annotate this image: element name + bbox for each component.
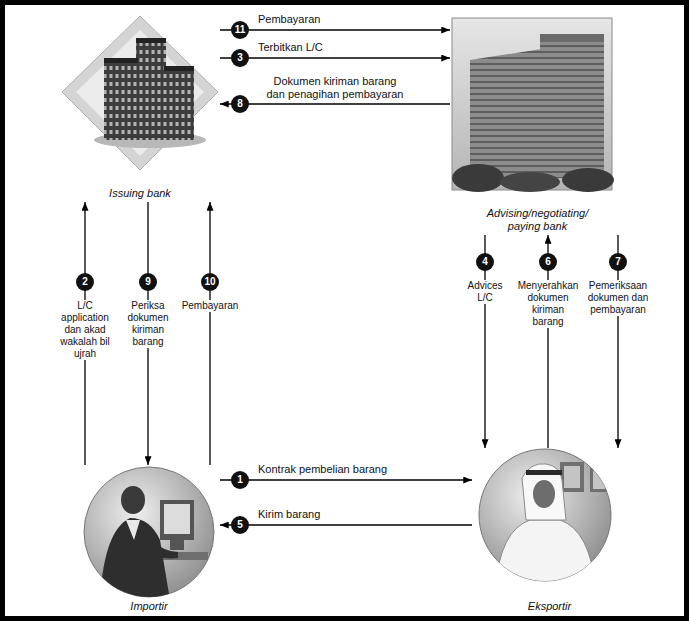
edge-label: Terbitkan L/C — [258, 41, 323, 54]
bank-photo-illustration — [452, 18, 614, 192]
actor-node: Eksportir — [472, 448, 627, 615]
actor-node: Issuing bank — [60, 12, 220, 202]
building-top — [540, 34, 604, 42]
edge-label: Menyerahkan dokumen kiriman barang — [516, 280, 580, 328]
edge-label: Pembayaran — [258, 13, 320, 26]
person-suit — [100, 518, 170, 600]
person-shirt — [126, 520, 140, 540]
head-cord — [526, 470, 562, 475]
building-block — [104, 62, 138, 140]
office-building — [540, 34, 604, 178]
node-label: Importir — [99, 600, 199, 613]
wall-picture-inner — [593, 471, 605, 489]
callout-number: 1 — [231, 471, 249, 489]
page-frame — [3, 3, 687, 619]
edge-label: Kirim barang — [258, 508, 320, 521]
computer-monitor — [160, 500, 194, 540]
building-block — [164, 70, 194, 140]
wall-picture — [590, 468, 608, 492]
person-head — [121, 486, 145, 514]
person-arm — [146, 540, 178, 558]
callout-number: 3 — [231, 49, 249, 67]
building-roof — [136, 38, 166, 43]
building-roof — [164, 66, 194, 71]
edge-label: L/C application dan akad wakalah bil ujr… — [56, 300, 114, 360]
node-label: Advising/negotiating/ paying bank — [478, 207, 598, 233]
building-tower — [136, 42, 166, 140]
importer-illustration — [84, 467, 214, 600]
flow-arrow — [220, 57, 450, 58]
edge-label: Kontrak pembelian barang — [258, 463, 387, 476]
tree — [562, 168, 614, 192]
bank-building-illustration — [62, 16, 218, 170]
callout-number: 5 — [231, 516, 249, 534]
diamond-backdrop — [62, 16, 218, 170]
callout-number: 2 — [76, 273, 94, 291]
edge-label: Periksa dokumen kiriman barang — [123, 300, 173, 348]
diamond-highlight — [76, 30, 204, 156]
actor-node: Importir — [78, 465, 220, 615]
callout-number: 8 — [231, 95, 249, 113]
node-label: Eksportir — [500, 600, 600, 613]
flow-arrow — [220, 103, 450, 104]
headscarf — [522, 464, 566, 520]
wall-picture-inner — [564, 466, 580, 488]
monitor-stand — [170, 540, 184, 550]
edge-label: Advices L/C — [463, 280, 507, 304]
flow-arrow — [220, 479, 472, 480]
callout-number: 6 — [539, 253, 557, 271]
building-roof — [104, 58, 138, 63]
flow-arrow — [220, 29, 450, 30]
exporter-illustration — [479, 449, 611, 590]
edge-label: Pembayaran — [180, 300, 240, 312]
callout-number: 11 — [231, 21, 249, 39]
monitor-screen — [164, 504, 190, 534]
node-label: Issuing bank — [90, 187, 190, 200]
flow-arrow — [209, 202, 210, 465]
office-building — [470, 48, 548, 178]
tree — [452, 164, 504, 192]
callout-number: 10 — [201, 273, 219, 291]
callout-number: 9 — [139, 273, 157, 291]
wall-picture — [560, 462, 584, 492]
robe — [495, 520, 596, 590]
actor-node: Advising/negotiating/ paying bank — [450, 15, 625, 235]
edge-label: Dokumen kiriman barang dan penagihan pem… — [264, 75, 406, 101]
face — [533, 480, 555, 508]
callout-number: 4 — [476, 253, 494, 271]
callout-number: 7 — [609, 253, 627, 271]
flow-arrow — [220, 524, 472, 525]
edge-label: Pemeriksaan dokumen dan pembayaran — [586, 280, 650, 316]
tree — [500, 172, 560, 192]
